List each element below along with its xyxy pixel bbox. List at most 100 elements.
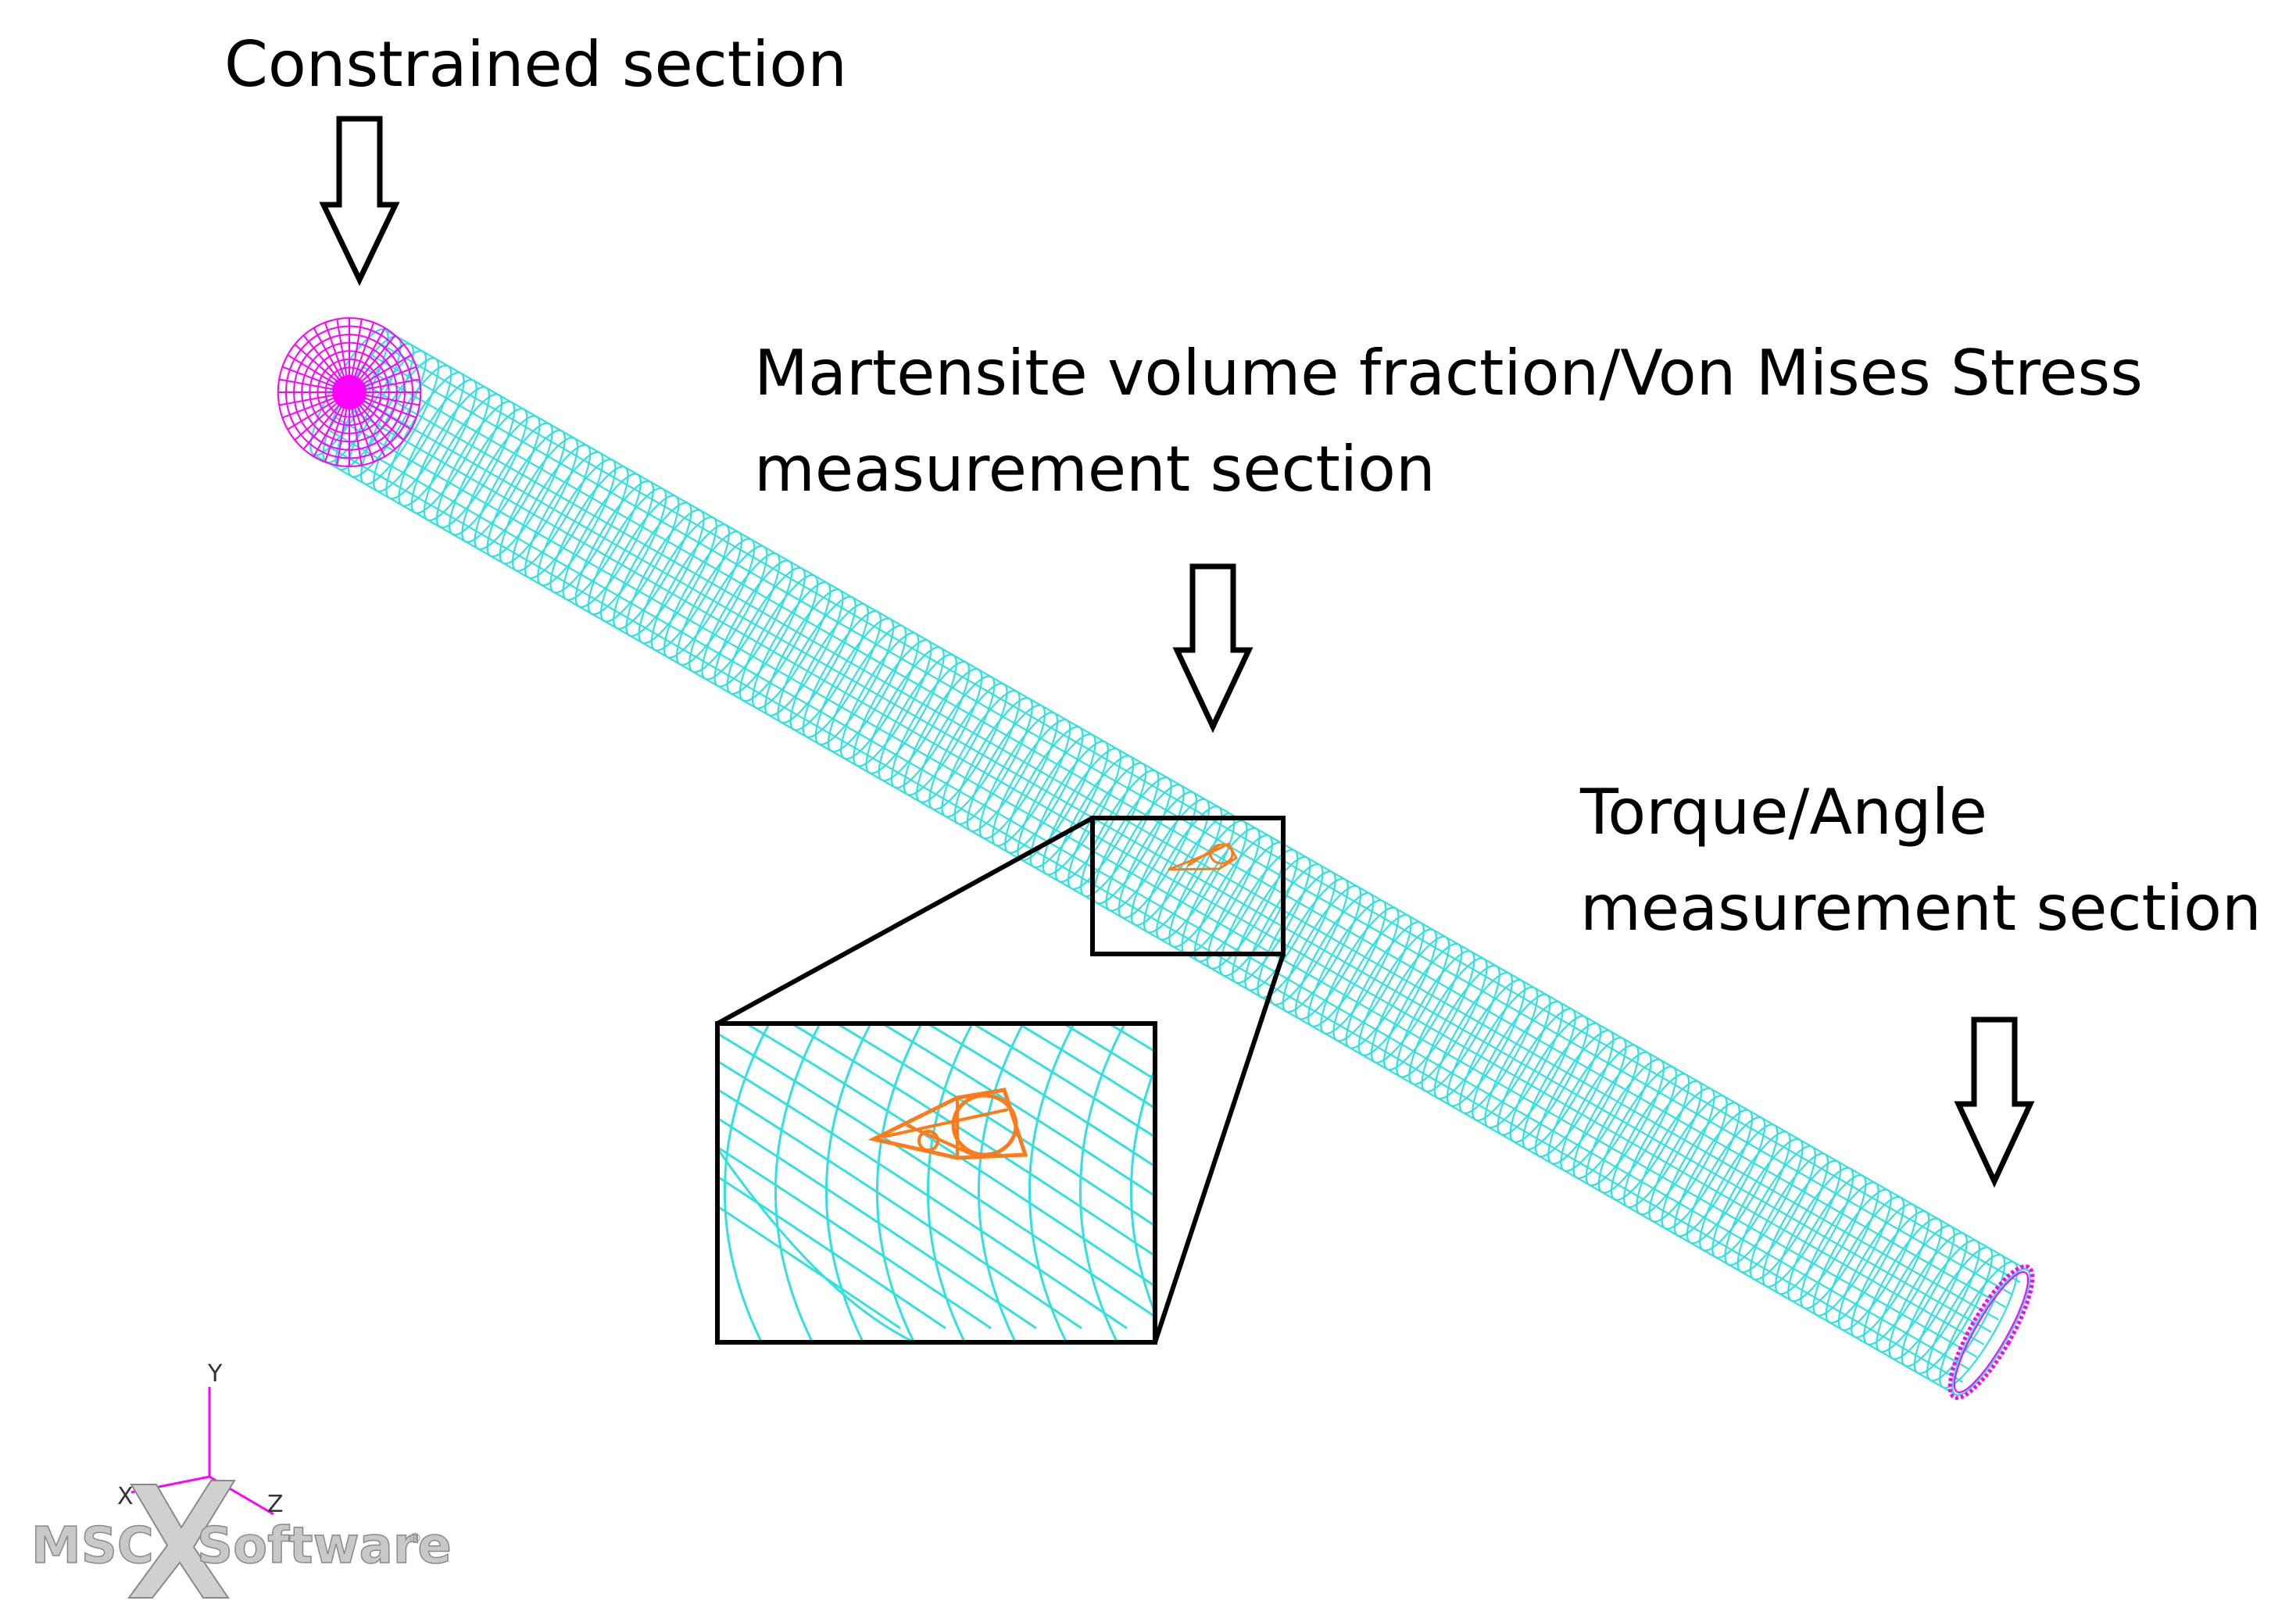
mesh-ring (840, 631, 920, 760)
mesh-ring (1926, 1253, 2006, 1382)
mesh-ring (878, 653, 957, 782)
mesh-ring (1686, 1116, 1766, 1245)
mesh-ring (752, 581, 831, 709)
mesh-ring (701, 552, 781, 681)
mesh-ring (1383, 942, 1463, 1071)
mesh-ring (1825, 1195, 1905, 1324)
mesh-ring (1951, 1268, 2031, 1396)
inset-long-line (717, 1088, 1082, 1330)
mesh-ring (1408, 957, 1488, 1085)
inset-long-line (717, 1145, 992, 1330)
right-end-ring-inner (1953, 1270, 2030, 1394)
mesh-ring (1029, 740, 1109, 869)
mesh-ring (1218, 849, 1299, 977)
mesh-ring (385, 371, 465, 500)
mesh-ring (1623, 1080, 1703, 1209)
mesh-ring (410, 386, 490, 514)
mesh-ring (1320, 906, 1400, 1034)
mesh-ring (789, 602, 869, 731)
inset-ring-arc (875, 1024, 924, 1342)
mesh-ring (1357, 928, 1438, 1056)
mesh-ring (1901, 1239, 1980, 1367)
mesh-ring (1433, 971, 1514, 1100)
zoom-element-node (917, 1130, 939, 1152)
mesh-ring (663, 531, 743, 659)
logo-text-software: Software (197, 1517, 452, 1575)
mesh-ring (1484, 1000, 1564, 1129)
mesh-ring (1610, 1073, 1690, 1201)
inset-ring-arc (977, 1024, 1025, 1342)
inset-long-line (743, 1024, 1155, 1288)
inset-long-line (924, 1024, 1155, 1168)
mesh-ring (1522, 1022, 1602, 1151)
zoom-connector-left (716, 816, 1094, 1026)
arrow-down-icon (1172, 563, 1254, 734)
mesh-ring (360, 357, 440, 485)
inset-long-line (1106, 1024, 1155, 1053)
mesh-ring (1004, 726, 1084, 854)
right-end-nodes (1947, 1264, 2035, 1400)
mesh-ring (423, 393, 503, 521)
inset-ring-arc (824, 1024, 873, 1342)
mesh-ring (1370, 935, 1450, 1064)
mesh-ring (499, 437, 579, 565)
inset-ring-arc (1182, 977, 1254, 1391)
inset-ring-arc (521, 977, 594, 1391)
mesh-ring (1446, 979, 1526, 1107)
mesh-ring (1597, 1066, 1678, 1194)
element-circle (1209, 843, 1234, 865)
constraint-center (332, 375, 367, 409)
mesh-ring (537, 458, 617, 587)
mesh-ring (486, 429, 566, 558)
axis-y-label: Y (207, 1360, 223, 1388)
mesh-ring (1535, 1029, 1615, 1158)
inset-long-line (879, 1024, 1155, 1198)
martensite-label-line2: measurement section (754, 433, 1436, 506)
inset-long-line (717, 1175, 946, 1330)
mesh-ring (587, 487, 667, 616)
inset-long-line (789, 1024, 1155, 1258)
mesh-ring (865, 646, 945, 774)
arrow-down-icon (319, 116, 400, 287)
inset-ring-arc (723, 1024, 771, 1342)
axis-x-label: X (117, 1483, 134, 1510)
mesh-ring (1749, 1152, 1829, 1281)
mesh-ring (1307, 899, 1387, 1027)
mesh-ring (638, 516, 717, 645)
mesh-ring (1585, 1058, 1665, 1187)
zoom-inset (521, 977, 1254, 1391)
mesh-ring (1421, 964, 1500, 1093)
mesh-ring (1054, 755, 1135, 883)
mesh-ring (474, 422, 553, 550)
mesh-ring (1648, 1095, 1728, 1223)
mesh-ring (574, 480, 655, 609)
mesh-ring (1711, 1131, 1791, 1259)
logo-registered-mark: ® (408, 1531, 422, 1547)
zoom-source-box (1090, 816, 1286, 956)
mesh-ring (461, 415, 541, 543)
mesh-long-line (334, 416, 1978, 1358)
inset-long-line (1015, 1024, 1155, 1110)
mesh-long-line (356, 379, 1999, 1320)
mesh-ring (713, 559, 793, 688)
mesh-ring (1193, 834, 1273, 963)
mesh-ring (1459, 986, 1539, 1114)
mesh-ring (676, 538, 756, 666)
mesh-ring (777, 595, 857, 724)
constrained-end-nodes (277, 317, 422, 467)
mesh-ring (827, 624, 907, 753)
mesh-ring (1761, 1159, 1842, 1288)
mesh-long-line (363, 366, 2006, 1309)
mesh-ring (992, 719, 1071, 847)
mesh-ring (549, 466, 629, 594)
axis-z-label: Z (267, 1491, 284, 1518)
mesh-ring (625, 509, 705, 638)
mesh-ring (1547, 1037, 1627, 1165)
mesh-ring (802, 610, 882, 738)
mesh-ring (1332, 913, 1412, 1042)
mesh-ring (726, 566, 806, 695)
inset-ring-arc (1129, 1065, 1155, 1317)
mesh-ring (853, 639, 932, 767)
mesh-ring (1156, 813, 1236, 941)
